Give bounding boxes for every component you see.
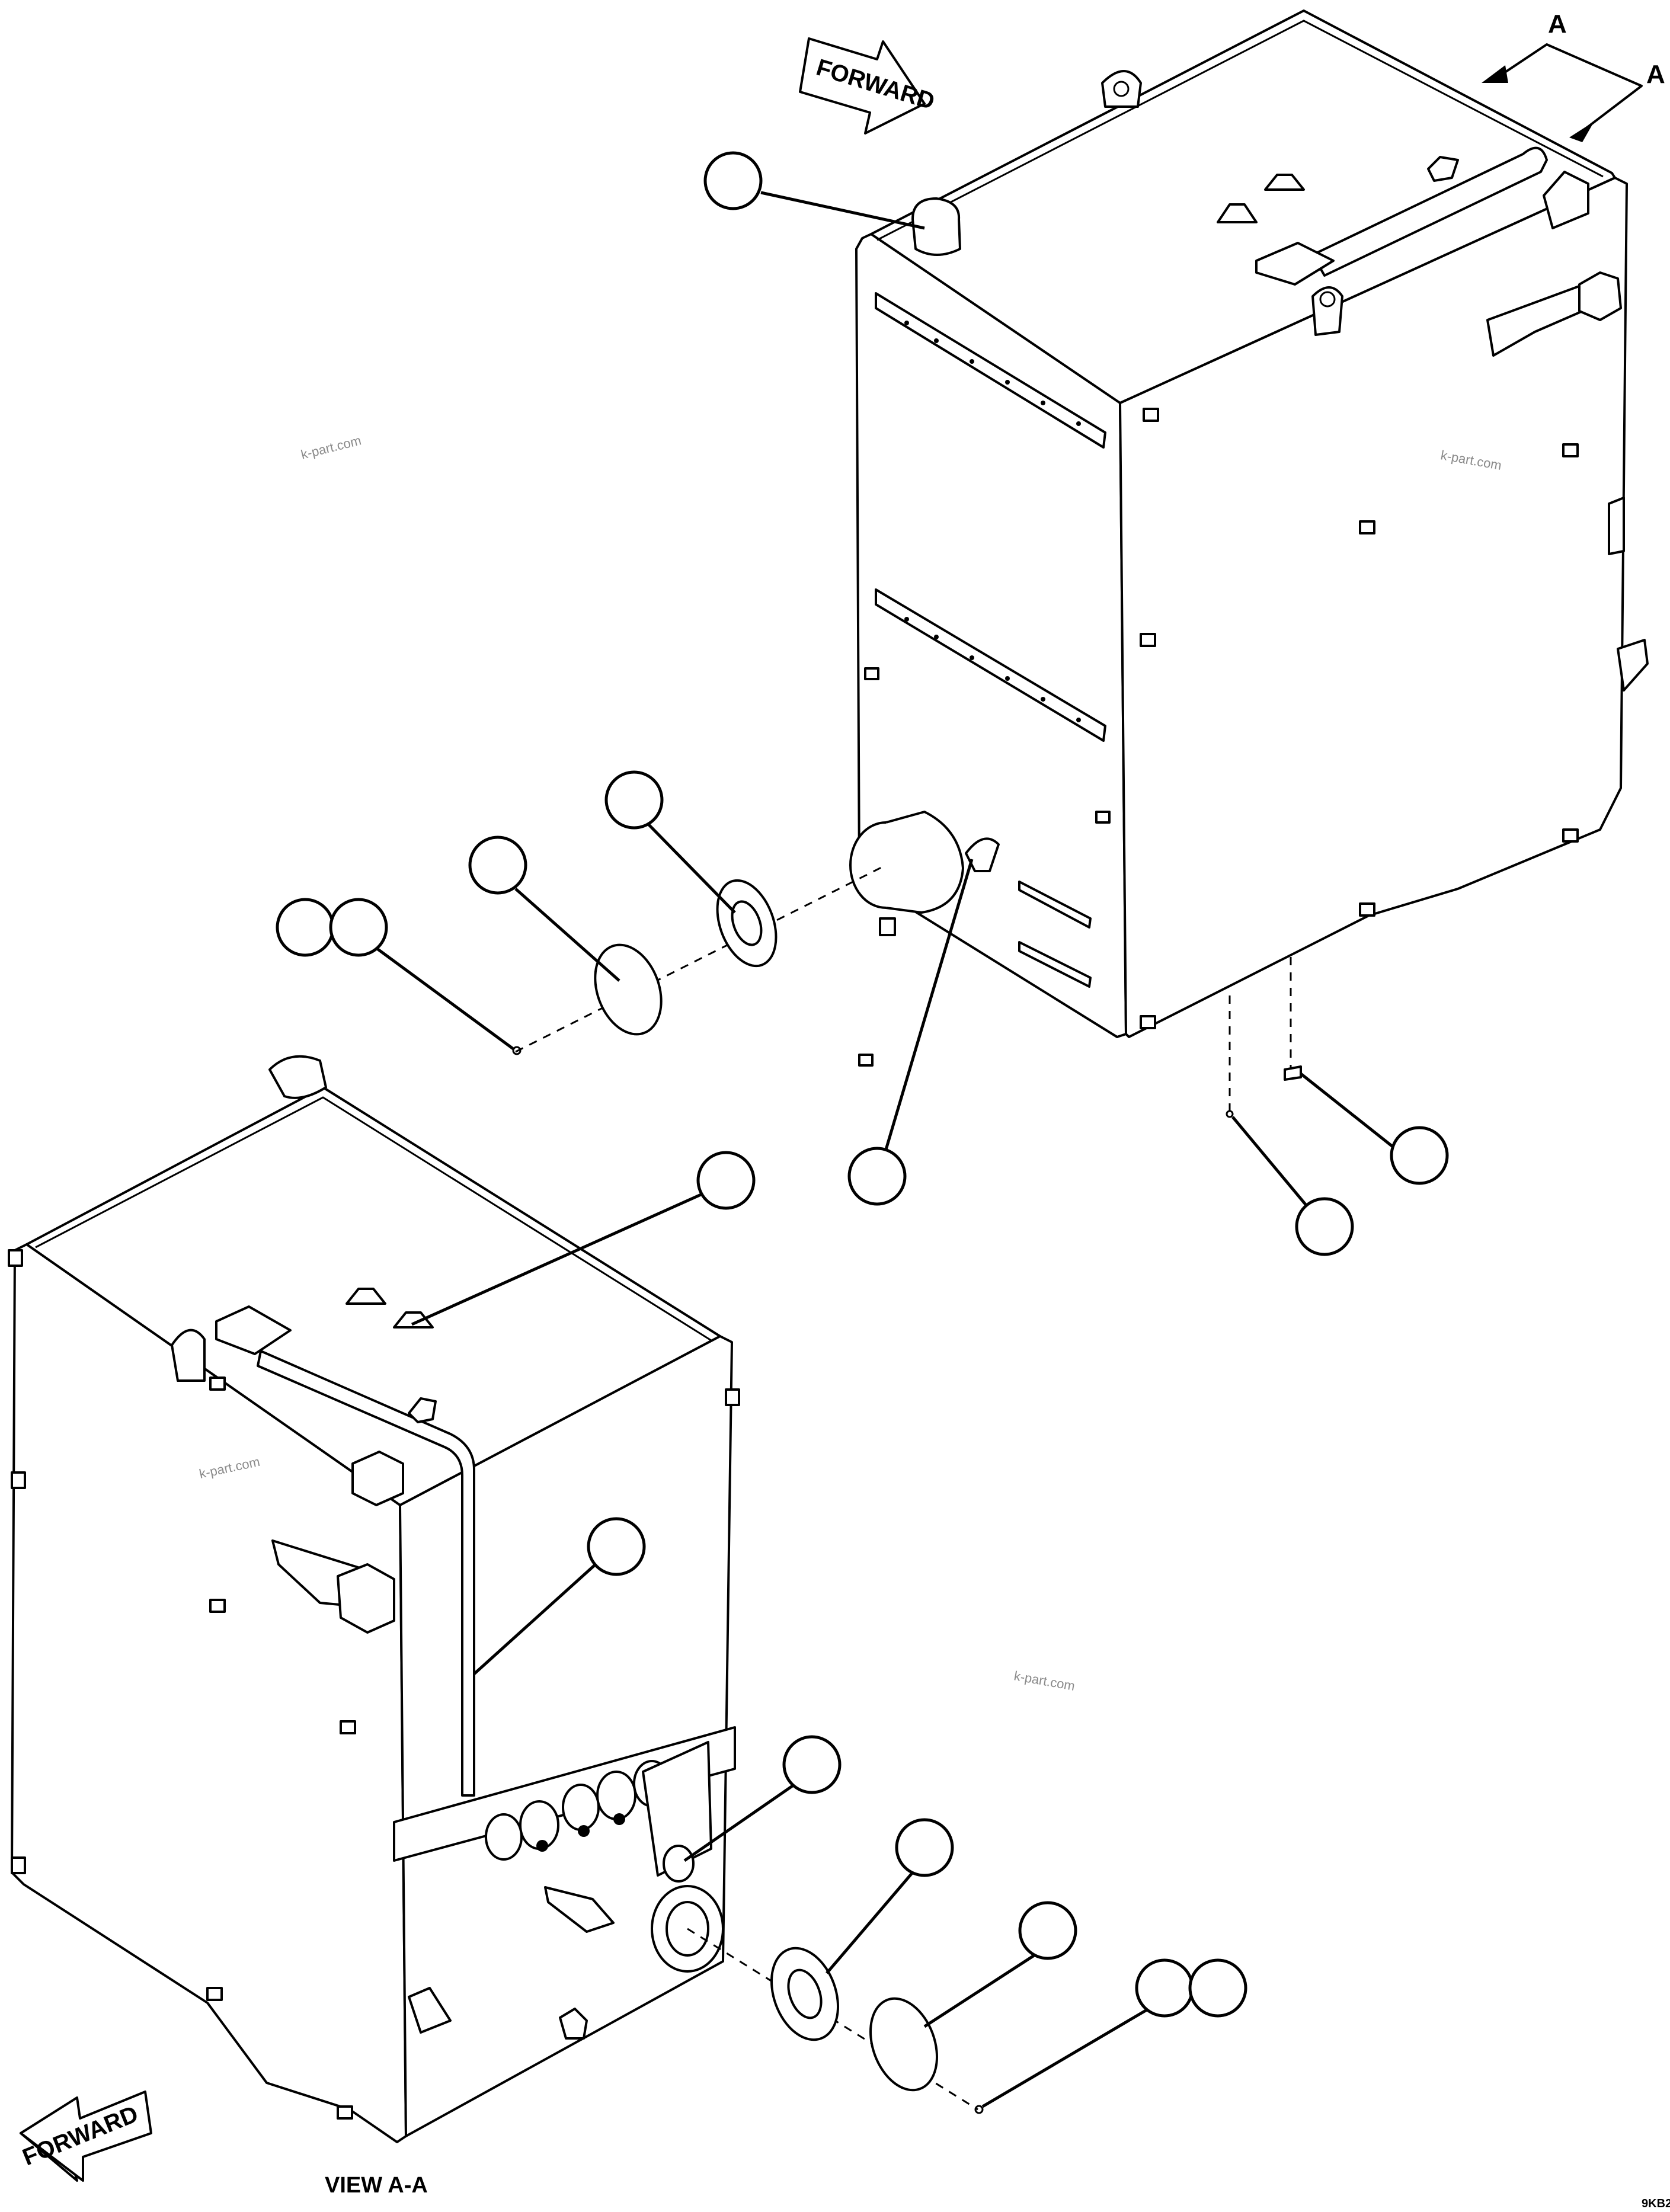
callout-balloon <box>847 1147 907 1206</box>
mount-plate-bottom <box>642 1741 712 1877</box>
callout-balloon <box>782 1735 842 1794</box>
mount-foot <box>1617 639 1649 692</box>
sight-port <box>663 1845 695 1883</box>
clamp-side <box>1578 271 1622 321</box>
top-tank-side-face <box>1119 177 1628 1038</box>
bottom-bracket-low <box>544 1886 615 1933</box>
handle-side <box>1608 497 1625 555</box>
bracket-top-right <box>1543 171 1589 229</box>
forward-arrow-bottom: FORWARD <box>19 2091 152 2182</box>
bottom-lug <box>171 1329 206 1382</box>
drain-plug <box>1284 1065 1302 1081</box>
top-port-2 <box>1264 174 1305 191</box>
callout-balloon <box>1390 1126 1449 1185</box>
top-port-1 <box>1217 203 1258 223</box>
lifting-eye-top <box>1101 70 1142 108</box>
rail-lower-1 <box>1018 881 1092 929</box>
callout-balloon <box>587 1517 646 1576</box>
section-arrow-a-a: A A <box>1482 9 1665 142</box>
callout-balloon <box>1295 1197 1354 1256</box>
bottom-top-port-1 <box>345 1288 386 1305</box>
watermark: k-part.com <box>299 433 363 462</box>
section-mark-1: A <box>1548 9 1567 39</box>
bolt-top <box>512 1046 522 1055</box>
figure-id: 9KB2 <box>1642 2197 1670 2210</box>
bottom-plug <box>559 2008 588 2040</box>
callout-balloon <box>1018 1901 1077 1960</box>
rail-lower-2 <box>1018 941 1092 988</box>
bottom-mount-low <box>408 1987 452 2034</box>
cover-plate-top <box>594 943 663 1036</box>
callout-balloon <box>895 1818 954 1877</box>
bottom-top-plate <box>215 1305 292 1355</box>
callout-balloon <box>1188 1958 1247 2018</box>
callout-balloon <box>604 770 664 830</box>
top-tube <box>1311 146 1548 277</box>
filler-cap <box>911 197 961 256</box>
watermark: k-part.com <box>1013 1668 1076 1694</box>
rail-holes <box>904 321 1081 722</box>
bottom-elbow <box>408 1397 437 1423</box>
bottom-top-tube <box>257 1350 475 1797</box>
view-title: VIEW A-A <box>325 2173 428 2198</box>
bottom-clamp-top <box>351 1451 404 1506</box>
callout-balloon <box>696 1151 756 1210</box>
bolt-bottom <box>974 2105 984 2114</box>
forward-arrow-top: FORWARD <box>799 37 938 135</box>
assembly-line-top <box>515 864 887 1053</box>
callout-balloon <box>329 898 388 957</box>
bottom-clamp-side <box>337 1563 395 1634</box>
callout-balloons <box>276 151 1449 2108</box>
callout-balloon <box>1135 1958 1194 2018</box>
elbow-fitting <box>1427 156 1459 182</box>
rail-upper <box>875 292 1106 449</box>
drain-lug <box>965 837 1000 872</box>
callout-balloon <box>276 898 335 957</box>
lifting-eye-side <box>1311 286 1343 336</box>
bottom-tank <box>8 1055 740 2143</box>
callout-balloon <box>468 835 527 895</box>
top-tank <box>849 9 1649 1067</box>
callout-balloon <box>703 151 763 210</box>
tube-bracket <box>1255 242 1335 286</box>
cover-plate-bottom <box>869 1997 939 2092</box>
bottom-clips <box>8 1249 740 2120</box>
bottom-top-port-2 <box>393 1311 434 1329</box>
rail-middle <box>875 588 1106 742</box>
fill-neck-bottom <box>268 1055 327 1099</box>
drain-washer <box>1226 1110 1234 1118</box>
side-clips <box>858 408 1579 1067</box>
section-mark-2: A <box>1646 60 1665 89</box>
